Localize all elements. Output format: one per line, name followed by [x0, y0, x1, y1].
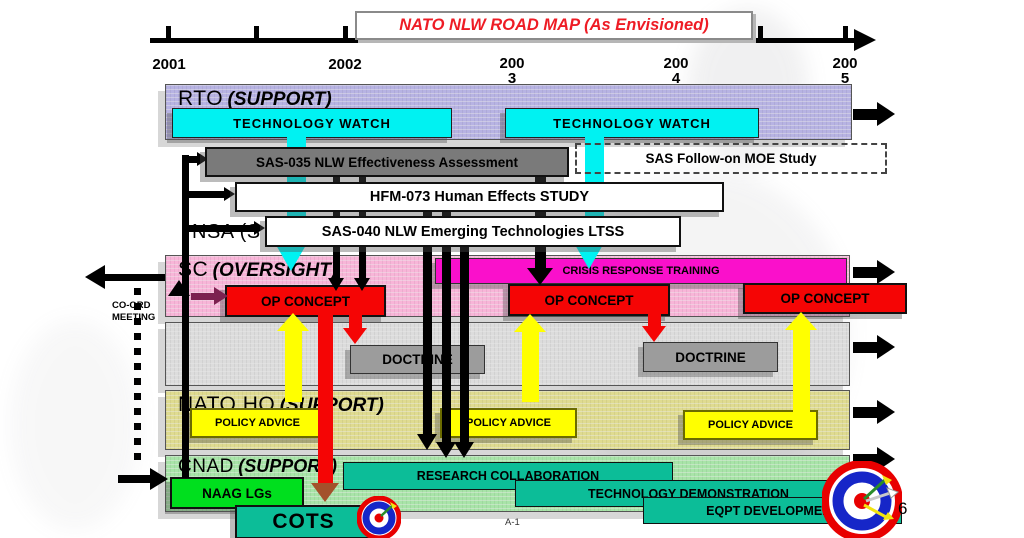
cnad-band-label: CNAD (SUPPORT): [178, 456, 337, 477]
coord-meeting-label: CO-ORD MEETING: [112, 300, 156, 323]
tech-watch-flow-arrowhead-icon: [276, 245, 306, 271]
maroon-arrowhead-icon: [214, 287, 228, 305]
down-arrowhead-icon: [454, 442, 474, 458]
maroon-bar: [191, 293, 215, 300]
op-to-doctrine-arrowhead-icon: [642, 326, 666, 342]
doctrine-band: [165, 322, 850, 386]
background-watermark: [10, 320, 140, 530]
large-target-icon: [822, 461, 902, 538]
coord-dashed-line: [134, 288, 141, 468]
title-box: NATO NLW ROAD MAP (As Envisioned): [355, 11, 753, 40]
down-arrowhead-icon: [527, 268, 553, 285]
down-arrowhead-icon: [328, 278, 344, 291]
branch-bar: [186, 225, 255, 232]
technology-watch-box-1: TECHNOLOGY WATCH: [172, 108, 452, 138]
tech-watch-flow-arrowhead-icon: [574, 243, 604, 269]
down-arrowhead-icon: [417, 434, 437, 450]
coord-left-arrowhead-icon: [85, 265, 105, 289]
year-label: 2002: [328, 56, 362, 73]
rto-band-label: RTO (SUPPORT): [178, 87, 332, 110]
technology-watch-box-2: TECHNOLOGY WATCH: [505, 108, 759, 138]
timeline-arrowhead-icon: [854, 29, 876, 51]
page-title: NATO NLW ROAD MAP (As Envisioned): [399, 16, 709, 34]
study-flow-arrow: [460, 216, 469, 442]
page-number: 6: [898, 499, 908, 518]
op-to-doctrine-arrowhead-icon: [343, 328, 367, 344]
op-concept-to-cnad-arrowhead-icon: [311, 483, 339, 502]
policy-up-bar: [285, 330, 302, 402]
timeline-tick: [843, 26, 848, 42]
policy-advice-box-2: POLICY ADVICE: [440, 408, 577, 438]
down-arrowhead-icon: [436, 442, 456, 458]
left-feed-line: [182, 155, 189, 478]
year-label: 2003: [499, 55, 525, 87]
policy-up-arrowhead-icon: [514, 314, 546, 332]
cots-box: COTS: [235, 505, 372, 538]
study-flow-arrow: [423, 208, 432, 434]
year-label: 2004: [663, 55, 689, 87]
policy-up-bar: [793, 329, 810, 412]
sc-band-label: SC (OVERSIGHT): [178, 258, 338, 281]
up-arrowhead-icon: [168, 280, 190, 296]
branch-bar: [186, 191, 225, 198]
small-target-icon: [357, 496, 401, 538]
op-to-doctrine-bar: [349, 313, 362, 328]
branch-bar: [186, 156, 198, 163]
branch-arrowhead-icon: [224, 187, 235, 201]
branch-arrowhead-icon: [197, 152, 208, 166]
policy-advice-box-3: POLICY ADVICE: [683, 410, 818, 440]
op-concept-box-3: OP CONCEPT: [743, 283, 907, 314]
crisis-response-training-box: CRISIS RESPONSE TRAINING: [435, 258, 847, 284]
timeline-axis: [150, 38, 856, 43]
timeline-tick: [166, 26, 171, 42]
coord-right-arrowhead-icon: [150, 468, 168, 490]
timeline-tick: [758, 26, 763, 42]
footer-reference: A-1: [505, 517, 520, 528]
sas-035-box: SAS-035 NLW Effectiveness Assessment: [205, 147, 569, 177]
research-collaboration-box: RESEARCH COLLABORATION: [343, 462, 673, 490]
down-arrowhead-icon: [354, 278, 370, 291]
op-to-doctrine-bar: [648, 312, 661, 326]
study-flow-arrow: [442, 208, 451, 442]
op-concept-to-cnad-bar: [318, 313, 333, 483]
coord-out-bar: [105, 274, 165, 281]
sas-follow-on-box: SAS Follow-on MOE Study: [575, 143, 887, 174]
timeline-tick: [254, 26, 259, 42]
doctrine-box-2: DOCTRINE: [643, 342, 778, 372]
year-label: 2001: [152, 56, 186, 73]
policy-up-arrowhead-icon: [277, 313, 309, 331]
branch-arrowhead-icon: [254, 221, 265, 235]
policy-up-arrowhead-icon: [785, 312, 817, 330]
timeline-tick: [343, 26, 348, 42]
sas-040-box: SAS-040 NLW Emerging Technologies LTSS: [265, 216, 681, 247]
coord-in-bar: [118, 475, 152, 483]
policy-up-bar: [522, 331, 539, 402]
op-concept-box-2: OP CONCEPT: [508, 284, 670, 316]
year-label: 2005: [832, 55, 858, 87]
hfm-073-box: HFM-073 Human Effects STUDY: [235, 182, 724, 212]
policy-advice-box-1: POLICY ADVICE: [190, 408, 325, 438]
